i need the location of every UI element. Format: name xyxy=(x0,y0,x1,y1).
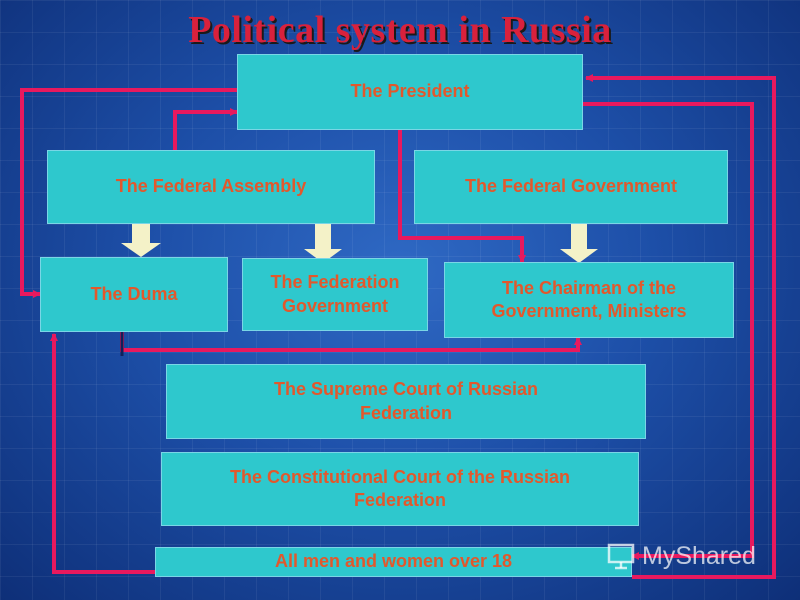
connector-assembly-to-president xyxy=(173,108,238,150)
node-supreme-court: The Supreme Court of Russian Federation xyxy=(166,364,646,439)
block-arrow-government-to-chairman xyxy=(560,224,598,263)
node-federation-government: The Federation Government xyxy=(242,258,428,331)
connector-voters-to-duma xyxy=(50,333,155,574)
block-arrow-assembly-to-federation xyxy=(304,224,342,263)
block-arrow-assembly-to-duma xyxy=(121,219,161,257)
node-voters: All men and women over 18 xyxy=(155,547,632,577)
node-duma: The Duma xyxy=(40,257,228,332)
connector-president-to-chairman xyxy=(398,130,526,263)
connector-president-to-duma xyxy=(20,88,237,298)
node-chairman: The Chairman of the Government, Minister… xyxy=(444,262,734,338)
node-constitutional-court: The Constitutional Court of the Russian … xyxy=(161,452,639,526)
node-president: The President xyxy=(237,54,583,130)
page-title: Political system in Russia xyxy=(188,9,612,51)
connector-voters-to-president xyxy=(585,74,776,579)
node-federal-government: The Federal Government xyxy=(414,150,728,224)
watermark: MyShared xyxy=(606,536,790,576)
node-federal-assembly: The Federal Assembly xyxy=(47,150,375,224)
watermark-text: MyShared xyxy=(642,541,756,570)
presentation-icon xyxy=(607,543,635,570)
connector-president-inner-loop xyxy=(583,102,754,560)
